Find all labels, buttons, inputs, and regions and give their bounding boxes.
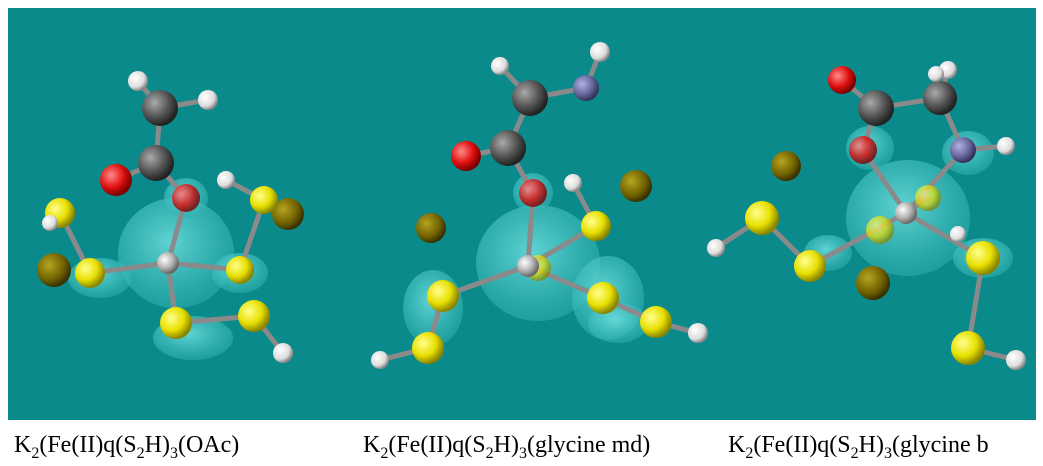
caption-subscript: 2 — [485, 444, 494, 462]
caption-subscript: 2 — [136, 444, 145, 462]
molecule-glycine-md — [371, 42, 708, 369]
caption-text: K — [728, 432, 746, 458]
caption-text: K — [363, 432, 381, 458]
caption-subscript: 2 — [380, 444, 389, 462]
caption-text: (Fe(II)q(S — [39, 432, 137, 458]
atoms — [707, 61, 1026, 370]
caption-text: H) — [144, 432, 170, 458]
molecular-render-panel — [8, 8, 1036, 420]
caption-text: (glycine b — [891, 432, 989, 458]
caption-text: (Fe(II)q(S — [753, 432, 851, 458]
atoms — [37, 71, 304, 363]
caption-subscript: 3 — [518, 444, 527, 462]
molecule-oac — [37, 71, 304, 363]
caption-subscript: 3 — [883, 444, 892, 462]
caption-glycine-md: K2(Fe(II)q(S2H)3(glycine md) — [363, 432, 650, 463]
caption-subscript: 2 — [850, 444, 859, 462]
caption-oac: K2(Fe(II)q(S2H)3(OAc) — [14, 432, 239, 463]
caption-text: H) — [858, 432, 884, 458]
caption-text: (glycine md) — [526, 432, 651, 458]
caption-text: (Fe(II)q(S — [388, 432, 486, 458]
caption-text: K — [14, 432, 32, 458]
caption-text: H) — [493, 432, 519, 458]
caption-subscript: 3 — [169, 444, 178, 462]
molecule-glycine-b — [707, 61, 1026, 370]
caption-text: (OAc) — [177, 432, 240, 458]
caption-subscript: 2 — [745, 444, 754, 462]
caption-glycine-b: K2(Fe(II)q(S2H)3(glycine b — [728, 432, 989, 463]
atoms — [371, 42, 708, 369]
caption-subscript: 2 — [31, 444, 40, 462]
molecule-illustration — [37, 42, 1026, 370]
